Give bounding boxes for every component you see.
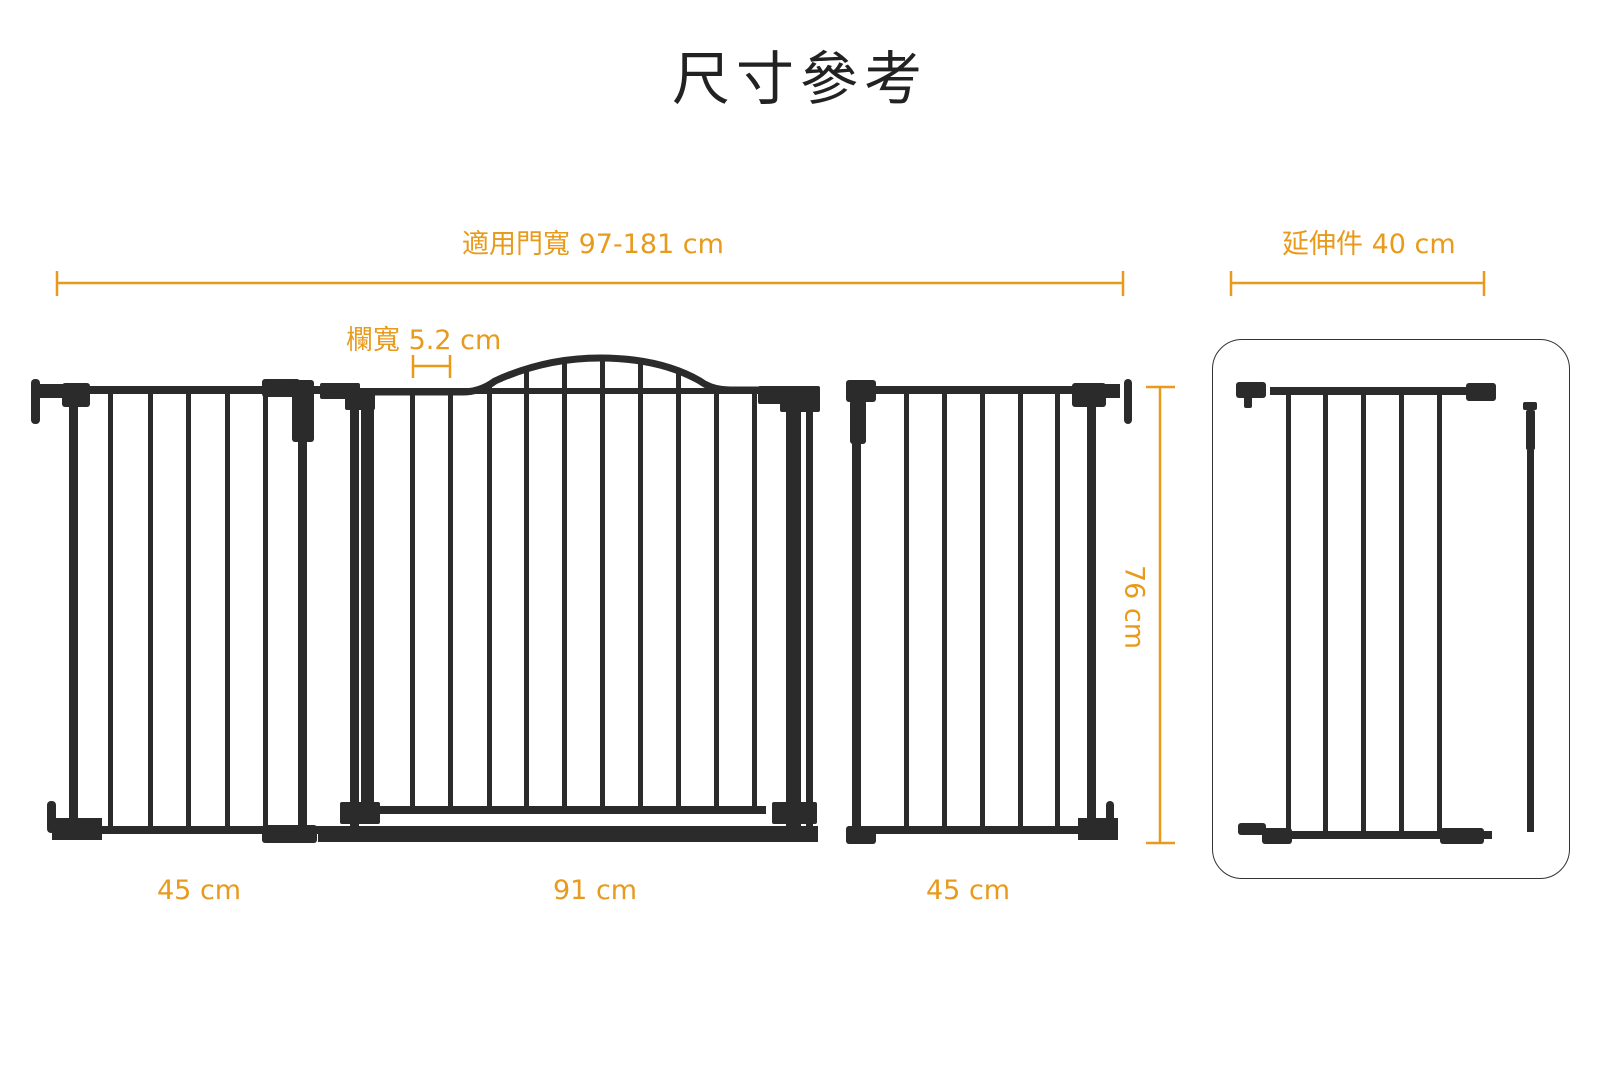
- bar-width-dimension-line: [411, 355, 452, 378]
- page-title: 尺寸參考: [671, 45, 928, 113]
- extension-panel: [1236, 382, 1496, 844]
- extension-width-dimension-line: [1229, 271, 1486, 296]
- extension-frame: [1212, 339, 1570, 879]
- main-gate: [31, 354, 1132, 844]
- door-width-label: 適用門寬 97-181 cm: [462, 229, 724, 260]
- middle-panel-width-label: 91 cm: [553, 875, 638, 906]
- middle-door: [318, 354, 820, 842]
- left-panel: [31, 379, 322, 843]
- right-panel-width-label: 45 cm: [926, 875, 1011, 906]
- height-dimension-line: [1146, 385, 1175, 845]
- right-panel: [846, 379, 1132, 844]
- door-width-dimension-line: [55, 271, 1125, 296]
- extension-width-label: 延伸件 40 cm: [1282, 229, 1456, 260]
- left-panel-width-label: 45 cm: [157, 875, 242, 906]
- bar-width-label: 欄寬 5.2 cm: [346, 325, 502, 356]
- extension-pole: [1523, 402, 1537, 832]
